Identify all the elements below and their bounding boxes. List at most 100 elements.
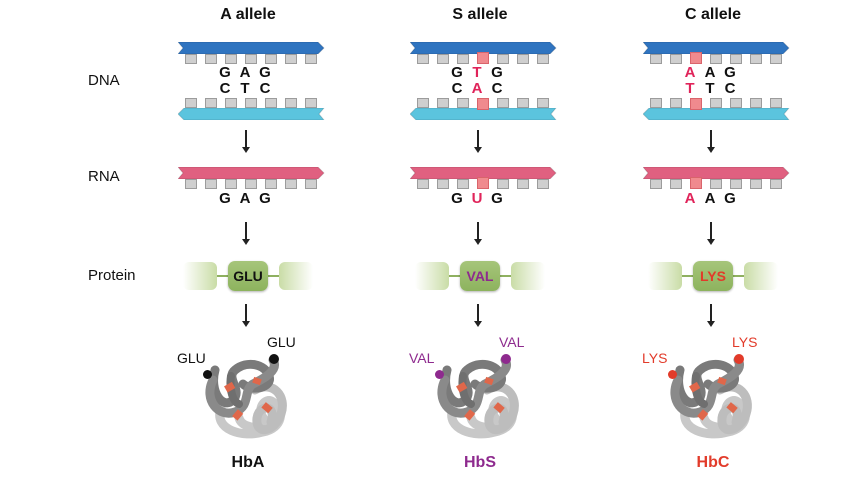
protein-chain: GLU [173, 261, 323, 292]
dna-top-base [245, 54, 257, 64]
rna-base [245, 179, 257, 189]
mutation-site-right-dot [501, 354, 511, 364]
rna-nucleotide: G [259, 190, 271, 207]
row-label-rna: RNA [88, 168, 120, 185]
site-label-right: VAL [499, 334, 525, 350]
dna-top-base [477, 52, 489, 64]
dna-bottom-nucleotide: C [259, 80, 271, 97]
peptide-bond [499, 275, 511, 277]
dna-bottom-nucleotide: T [685, 80, 695, 97]
dna-top-base [285, 54, 297, 64]
peptide-bond [732, 275, 744, 277]
dna-bottom-base [497, 98, 509, 108]
mutation-site-right-dot [734, 354, 744, 364]
rna-strand [643, 167, 790, 179]
dna-top-nucleotide: T [472, 64, 482, 81]
dna-top-base [710, 54, 722, 64]
dna-bottom-base [670, 98, 682, 108]
dna-top-nucleotide: A [684, 64, 696, 81]
peptide-bond [267, 275, 279, 277]
rna-base [457, 179, 469, 189]
dna-top-base [517, 54, 529, 64]
rna-nucleotide: A [239, 190, 251, 207]
dna-bottom-base [265, 98, 277, 108]
amino-acid-residue: GLU [228, 261, 268, 291]
dna-template-strand [178, 108, 325, 120]
amino-acid-residue: VAL [460, 261, 500, 291]
dna-top-base [225, 54, 237, 64]
dna-bottom-nucleotide: T [240, 80, 250, 97]
rna-nucleotide: G [451, 190, 463, 207]
hemoglobin-structure-icon [205, 355, 287, 439]
dna-bottom-nucleotide: C [491, 80, 503, 97]
dna-top-nucleotide: G [451, 64, 463, 81]
arrow-down-icon [474, 222, 482, 245]
dna-top-base [497, 54, 509, 64]
dna-bottom-base [770, 98, 782, 108]
dna-bottom-base [690, 98, 702, 110]
dna-bottom-nucleotide: C [219, 80, 231, 97]
peptide-bond [682, 275, 694, 277]
allele-title: A allele [220, 6, 276, 23]
dna-top-base [457, 54, 469, 64]
dna-coding-strand [410, 42, 557, 54]
dna-bottom-base [245, 98, 257, 108]
amino-acid-residue: LYS [693, 261, 733, 291]
rna-nucleotide: G [491, 190, 503, 207]
rna-base [205, 179, 217, 189]
dna-top-nucleotide: G [219, 64, 231, 81]
dna-bottom-base [537, 98, 549, 108]
protein-residue-left [648, 262, 682, 290]
rna-base [537, 179, 549, 189]
rna-base [690, 177, 702, 189]
row-label-protein: Protein [88, 267, 136, 284]
allele-title: S allele [452, 6, 508, 23]
rna-base [265, 179, 277, 189]
peptide-bond [217, 275, 229, 277]
hemoglobin-structure-icon [437, 355, 519, 439]
rna-nucleotide: A [704, 190, 716, 207]
protein-residue-right [279, 262, 313, 290]
dna-bottom-base [457, 98, 469, 108]
dna-bottom-base [750, 98, 762, 108]
dna-top-base [537, 54, 549, 64]
rna-nucleotide: U [471, 190, 483, 207]
dna-coding-strand [643, 42, 790, 54]
arrow-down-icon [474, 304, 482, 327]
rna-base [225, 179, 237, 189]
dna-top-base [670, 54, 682, 64]
rna-nucleotide: A [684, 190, 696, 207]
arrow-down-icon [707, 222, 715, 245]
protein-residue-left [415, 262, 449, 290]
protein-residue-right [744, 262, 778, 290]
dna-top-base [305, 54, 317, 64]
protein-chain: LYS [638, 261, 788, 292]
dna-top-base [730, 54, 742, 64]
rna-base [670, 179, 682, 189]
site-label-right: LYS [732, 334, 758, 350]
dna-top-base [770, 54, 782, 64]
dna-bottom-base [710, 98, 722, 108]
allele-title: C allele [684, 6, 742, 23]
dna-top-nucleotide: A [704, 64, 716, 81]
mutation-site-right-dot [269, 354, 279, 364]
dna-bottom-base [417, 98, 429, 108]
rna-base [517, 179, 529, 189]
dna-top-nucleotide: G [724, 64, 736, 81]
protein-chain: VAL [405, 261, 555, 292]
dna-top-nucleotide: G [491, 64, 503, 81]
dna-bottom-base [185, 98, 197, 108]
dna-bottom-base [437, 98, 449, 108]
rna-base [710, 179, 722, 189]
dna-bottom-base [730, 98, 742, 108]
dna-bottom-nucleotide: T [705, 80, 715, 97]
dna-bottom-base [285, 98, 297, 108]
rna-nucleotide: G [219, 190, 231, 207]
dna-bottom-nucleotide: C [724, 80, 736, 97]
